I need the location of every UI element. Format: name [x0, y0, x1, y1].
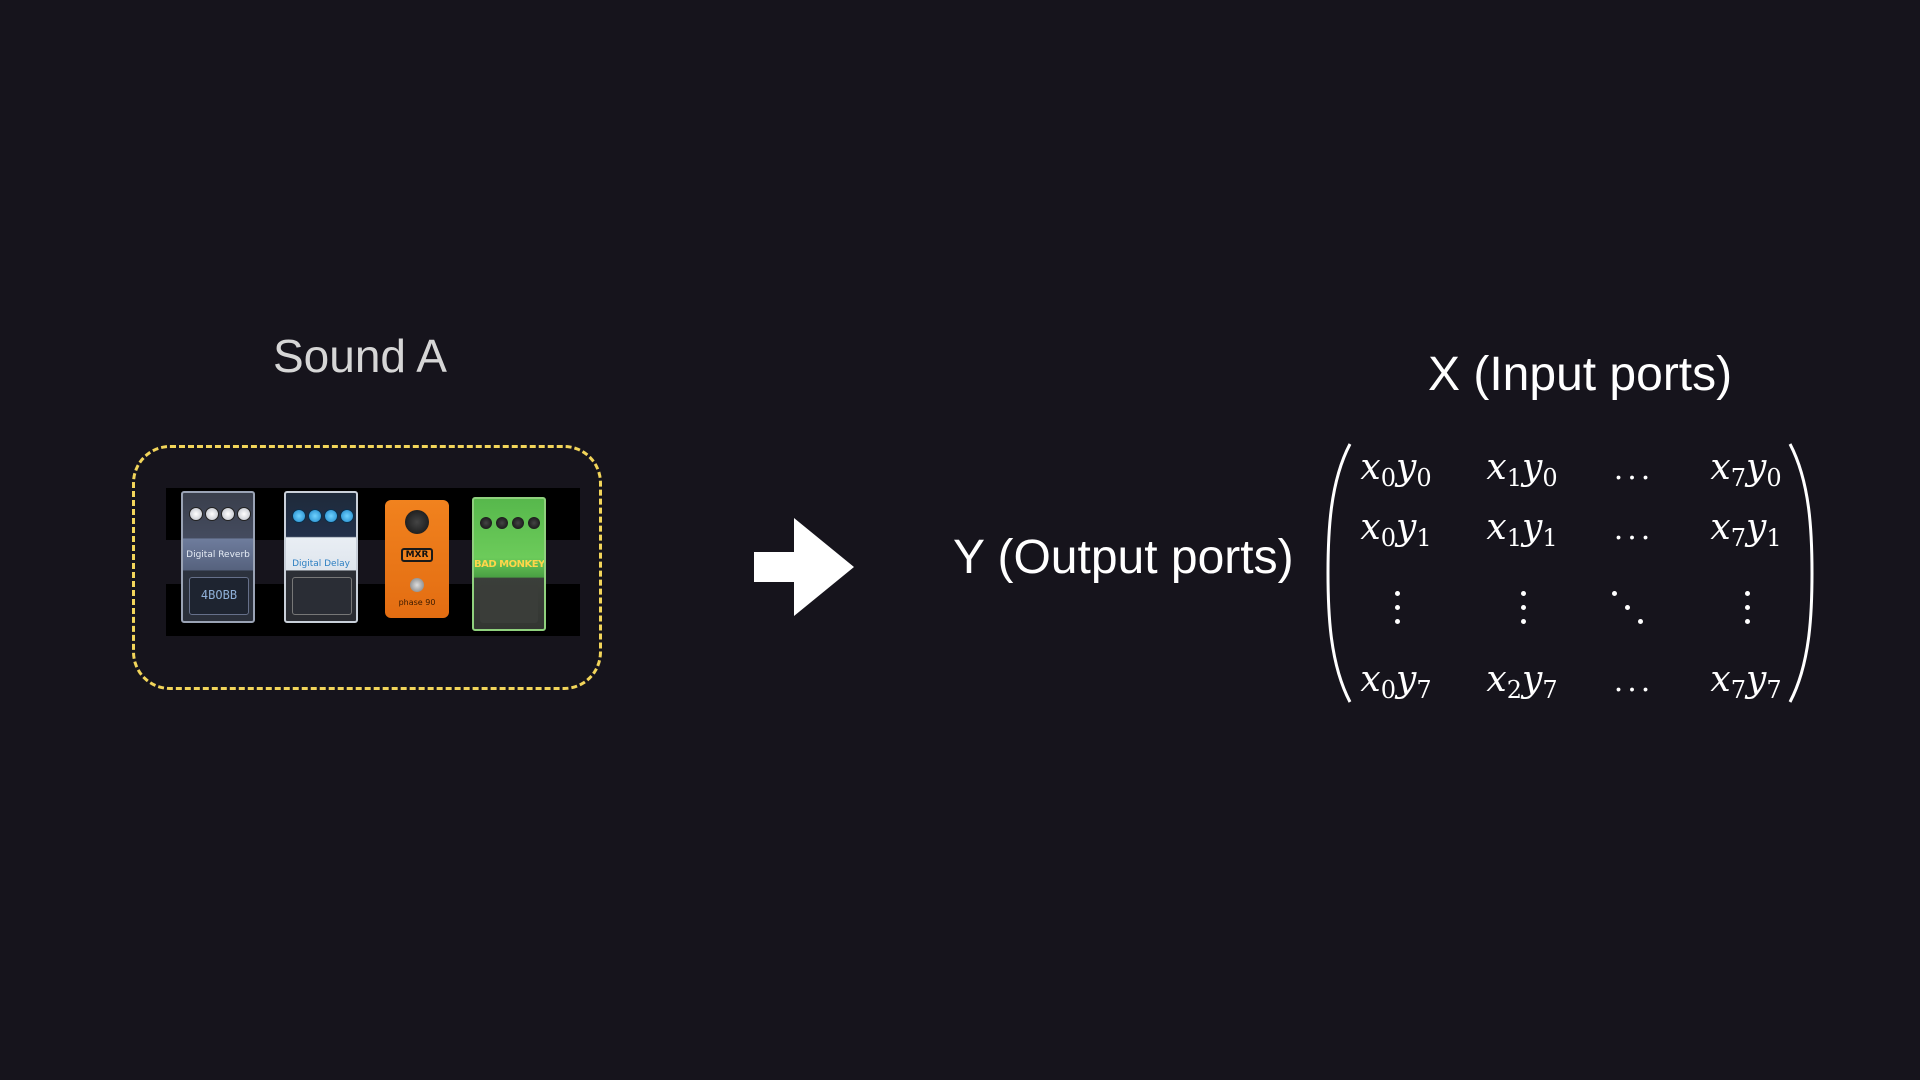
- input-ports-label: X (Input ports): [1428, 348, 1733, 401]
- knob-icon: [292, 509, 306, 523]
- pedal-group-box: [132, 445, 602, 690]
- pedal-digital-reverb: Digital Reverb 4BOBB: [181, 491, 255, 623]
- matrix-vdots: [1743, 591, 1751, 633]
- matrix-cell: x1y1: [1486, 507, 1558, 552]
- pedal-footswitch: 4BOBB: [188, 577, 250, 615]
- matrix-left-paren: [1326, 443, 1352, 703]
- matrix-cell: x0y7: [1360, 659, 1432, 704]
- knob-icon: [496, 517, 508, 529]
- knob-icon: [189, 507, 203, 521]
- pedal-pad-text: 4BOBB: [200, 588, 238, 602]
- matrix-cell: x7y1: [1710, 507, 1782, 552]
- pedal-mxr-phase-90: MXR phase 90: [385, 500, 449, 618]
- matrix-cell: x7y0: [1710, 447, 1782, 492]
- knob-icon: [512, 517, 524, 529]
- knob-icon: [221, 507, 235, 521]
- knob-icon: [308, 509, 322, 523]
- pedal-name: Digital Delay: [292, 559, 350, 569]
- matrix-cell: x2y7: [1486, 659, 1558, 704]
- pedal-name: Digital Reverb: [186, 550, 250, 560]
- matrix-hdots: ...: [1613, 452, 1655, 487]
- mxr-logo: MXR: [401, 548, 433, 562]
- knob-icon: [340, 509, 354, 523]
- sound-a-label: Sound A: [273, 330, 447, 382]
- matrix-cell: x0y1: [1360, 507, 1432, 552]
- pedal-name: phase 90: [398, 598, 436, 607]
- matrix-cell: x1y0: [1486, 447, 1558, 492]
- matrix-cell: x7y7: [1710, 659, 1782, 704]
- matrix-hdots: ...: [1613, 512, 1655, 547]
- knob-icon: [528, 517, 540, 529]
- brand-text: MXR: [405, 550, 429, 560]
- matrix-right-paren: [1788, 443, 1814, 703]
- pedal-footswitch: [291, 577, 353, 615]
- right-arrow-icon: [754, 518, 854, 616]
- matrix-vdots: [1393, 591, 1401, 633]
- pedal-name: BAD MONKEY: [474, 559, 545, 570]
- knob-icon: [237, 507, 251, 521]
- matrix-cell: x0y0: [1360, 447, 1432, 492]
- footswitch-icon: [410, 578, 424, 592]
- pedal-footswitch: [479, 585, 539, 623]
- knob-icon: [205, 507, 219, 521]
- knob-icon: [324, 509, 338, 523]
- matrix-hdots: ...: [1613, 664, 1655, 699]
- knob-icon: [480, 517, 492, 529]
- pedal-bad-monkey: BAD MONKEY: [472, 497, 546, 631]
- matrix-vdots: [1519, 591, 1527, 633]
- output-ports-label: Y (Output ports): [953, 531, 1294, 584]
- pedal-digital-delay: Digital Delay: [284, 491, 358, 623]
- knob-icon: [405, 510, 429, 534]
